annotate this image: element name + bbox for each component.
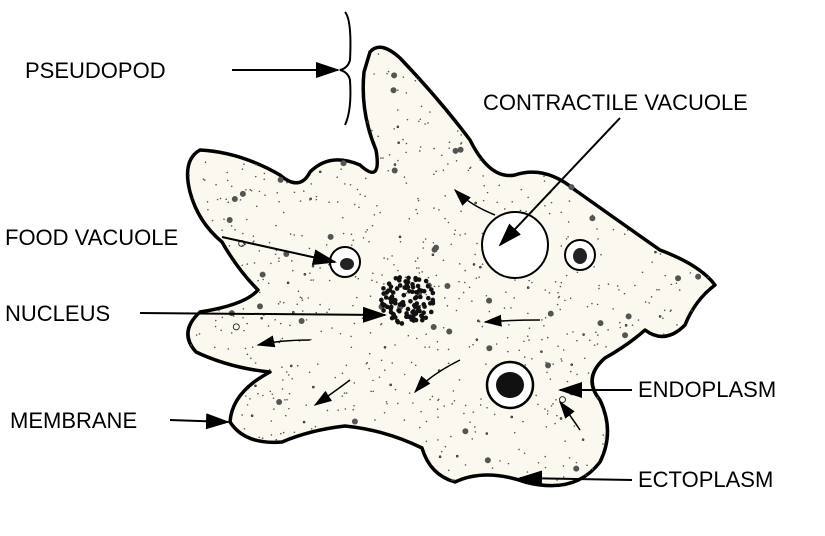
contractile-vacuole	[481, 211, 549, 279]
label-ectoplasm: ECTOPLASM	[638, 467, 773, 492]
label-endoplasm: ENDOPLASM	[638, 377, 776, 402]
label-nucleus: NUCLEUS	[5, 301, 110, 326]
nucleus	[379, 275, 436, 326]
label-pseudopod: PSEUDOPOD	[25, 58, 166, 83]
streaming-arrows	[256, 188, 581, 431]
amoeba-membrane	[185, 45, 717, 488]
label-pointers	[139, 11, 633, 487]
label-membrane: MEMBRANE	[10, 408, 137, 433]
label-food-vacuole: FOOD VACUOLE	[5, 225, 178, 250]
label-contractile-vacuole: CONTRACTILE VACUOLE	[483, 90, 748, 115]
